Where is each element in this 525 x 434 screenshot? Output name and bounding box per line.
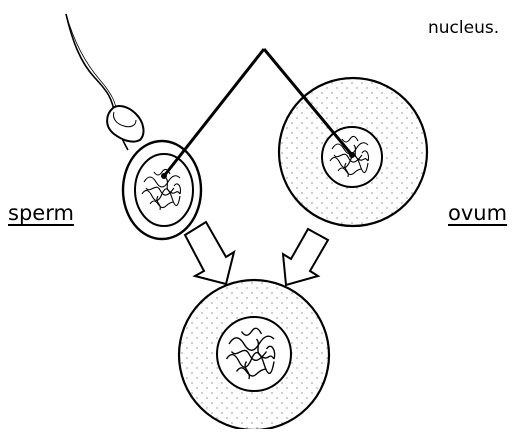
zygote-cell [179, 280, 329, 429]
arrow-left [185, 222, 234, 284]
nucleus-label: nucleus. [428, 18, 499, 38]
sperm-head [123, 141, 201, 239]
ovum-cell [279, 78, 427, 226]
sperm-midpiece [107, 106, 143, 142]
arrow-right [283, 229, 328, 285]
ovum-label: ovum [448, 201, 507, 225]
sperm-label: sperm [8, 201, 74, 225]
